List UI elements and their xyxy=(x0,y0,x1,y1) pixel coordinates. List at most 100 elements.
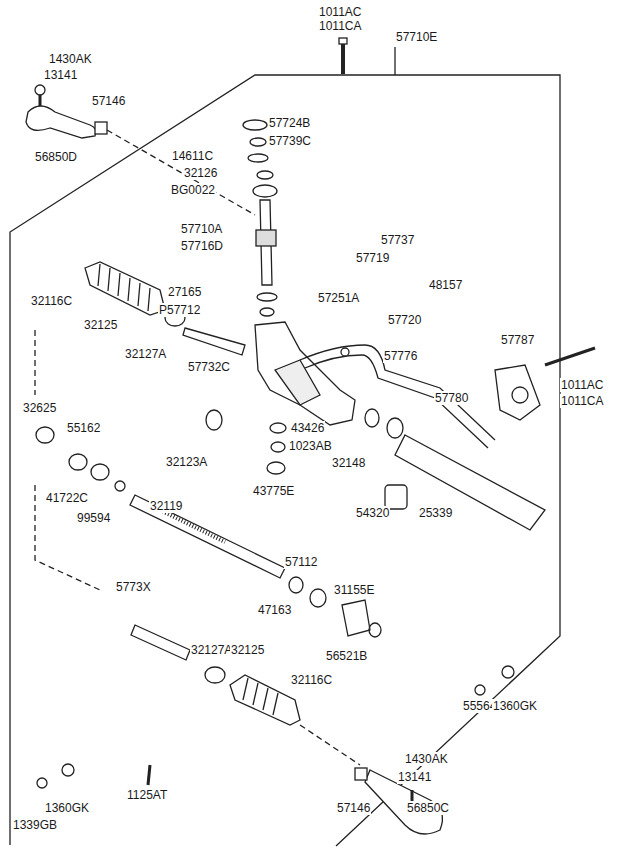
callout-number: 57737 xyxy=(380,233,415,247)
inner-tie-rod xyxy=(131,625,190,660)
bushing xyxy=(206,410,222,430)
callout-number: 32148 xyxy=(331,456,366,470)
callout-number: 56850D xyxy=(34,150,78,164)
gear-housing xyxy=(255,322,355,425)
callout-number: 57146 xyxy=(336,801,371,815)
rack-bushing xyxy=(342,600,370,636)
callout-number: 32123A xyxy=(165,455,208,469)
bolt xyxy=(339,38,347,44)
callout-number: 48157 xyxy=(428,278,463,292)
ring xyxy=(289,577,303,593)
leader-line xyxy=(35,485,100,590)
feed-tube xyxy=(305,355,488,448)
callout-number: 32116C xyxy=(290,673,333,687)
callout-number: 25339 xyxy=(418,506,453,520)
callout-number: 54320 xyxy=(355,506,390,520)
cap xyxy=(267,462,285,474)
ring xyxy=(369,623,381,637)
rack xyxy=(130,495,285,578)
callout-number: 55162 xyxy=(66,421,101,435)
callout-number: 1011AC xyxy=(560,378,604,392)
seal xyxy=(250,138,266,146)
nut xyxy=(475,685,485,695)
callout-number: 57251A xyxy=(317,291,360,305)
callout-number: 41722C xyxy=(45,491,89,505)
bushing xyxy=(260,308,274,316)
callout-number: 47163 xyxy=(257,603,292,617)
callout-number: 32625 xyxy=(22,401,57,415)
nut xyxy=(37,778,47,788)
callout-number: 1011CA xyxy=(560,394,604,408)
leader-line xyxy=(107,130,255,215)
seal xyxy=(257,293,277,301)
nut xyxy=(35,85,45,95)
callout-number: 57112 xyxy=(284,555,318,569)
bolt-shank xyxy=(341,44,345,74)
callout-number: 57776 xyxy=(383,349,418,363)
seal-ring xyxy=(387,418,403,438)
callout-number: 57146 xyxy=(91,94,126,108)
callout-number: 32126 xyxy=(183,166,218,180)
tie-rod-end xyxy=(26,106,96,138)
leader-line xyxy=(34,330,35,395)
boot-ribs xyxy=(243,678,278,715)
callout-number: 27165 xyxy=(167,285,202,299)
callout-number: 32125 xyxy=(83,318,118,332)
callout-number: 1023AB xyxy=(288,439,333,453)
callout-number: 5773X xyxy=(115,580,152,594)
callout-number: 31155E xyxy=(333,583,375,597)
bellows-boot xyxy=(85,262,165,315)
lock-nut xyxy=(271,442,285,452)
yoke-plug xyxy=(270,423,286,433)
bracket-hole xyxy=(512,387,528,403)
callout-number: 57739C xyxy=(268,134,312,148)
rack-teeth xyxy=(160,510,225,542)
snap-ring xyxy=(248,154,268,162)
washer xyxy=(91,464,109,480)
o-ring xyxy=(36,427,54,443)
callout-number: 57787 xyxy=(500,333,535,347)
ring xyxy=(69,454,87,470)
seal-ring xyxy=(365,409,379,427)
callout-number: 57719 xyxy=(355,251,390,265)
callout-number: 57724B xyxy=(268,116,311,130)
callout-number: 57710A xyxy=(180,222,223,236)
callout-number: 13141 xyxy=(397,770,432,784)
callout-number: 43775E xyxy=(252,484,295,498)
callout-number: 32125 xyxy=(230,643,265,657)
mount-flange xyxy=(275,360,320,405)
nut xyxy=(95,122,107,134)
callout-number: 32127A xyxy=(124,347,167,361)
callout-number: 57716D xyxy=(180,239,224,253)
callout-number: 1011CA xyxy=(318,19,362,33)
dust-cap xyxy=(243,120,267,130)
washer xyxy=(502,666,514,678)
callout-number: 32119 xyxy=(149,499,183,513)
ring xyxy=(310,589,326,607)
assembly-outline xyxy=(10,75,560,846)
bearing xyxy=(253,185,277,197)
callout-number: 57780 xyxy=(434,391,469,405)
small-ring xyxy=(115,481,125,491)
callout-number: BG0022 xyxy=(170,183,216,197)
fitting xyxy=(341,348,349,356)
callout-number: 1430AK xyxy=(404,752,449,766)
callout-number: 13141 xyxy=(43,68,78,82)
washer xyxy=(62,764,74,776)
nut xyxy=(355,768,367,780)
mount-bracket xyxy=(495,365,540,420)
callout-number: 1125AT xyxy=(126,788,168,802)
callout-number: 1430AK xyxy=(48,52,93,66)
bolt-shank xyxy=(148,765,150,785)
callout-number: 32116C xyxy=(30,294,73,308)
callout-number: 57710E xyxy=(395,30,438,44)
callout-number: 1011AC xyxy=(318,5,362,19)
ring xyxy=(257,171,273,179)
callout-number: 43426 xyxy=(290,421,325,435)
clamp xyxy=(205,667,225,683)
leader-line xyxy=(394,47,395,75)
callout-number: 56521B xyxy=(325,649,368,663)
callout-number: 1360GK xyxy=(492,699,538,713)
bolt-shank xyxy=(545,348,595,365)
callout-number: 57720 xyxy=(387,313,422,327)
